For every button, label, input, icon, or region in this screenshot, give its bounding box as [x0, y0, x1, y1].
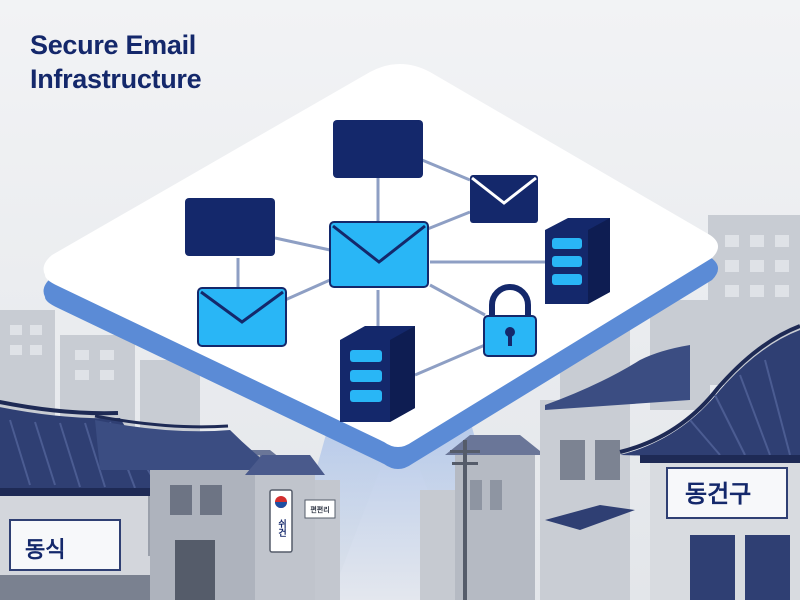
envelope-icon: [329, 221, 429, 288]
distant-windows: [10, 235, 789, 380]
utility-pole: [450, 440, 480, 600]
envelope-icon: [197, 287, 287, 347]
right-hanok-house: [619, 324, 800, 600]
vertical-sign: [269, 489, 293, 553]
monitor-icon: [185, 198, 275, 256]
page-title: Secure Email Infrastructure: [30, 28, 202, 96]
right-sign-text: 동건구: [685, 480, 751, 508]
server-icon: [545, 218, 610, 304]
monitor-icon: [333, 120, 423, 178]
left-hanok-house: [0, 400, 190, 600]
left-middle-house: [94, 414, 275, 600]
padlock-icon: [483, 284, 537, 357]
server-icon: [340, 326, 415, 422]
title-line-1: Secure Email: [30, 30, 196, 60]
envelope-icon: [470, 175, 538, 223]
right-back-house: [540, 345, 690, 600]
left-sign-text: 동식: [25, 538, 65, 563]
small-sign-text: 편편리: [310, 505, 329, 514]
vertical-sign-text: 쉬건: [276, 518, 286, 538]
title-line-2: Infrastructure: [30, 64, 202, 94]
connection-lines: [236, 158, 545, 377]
